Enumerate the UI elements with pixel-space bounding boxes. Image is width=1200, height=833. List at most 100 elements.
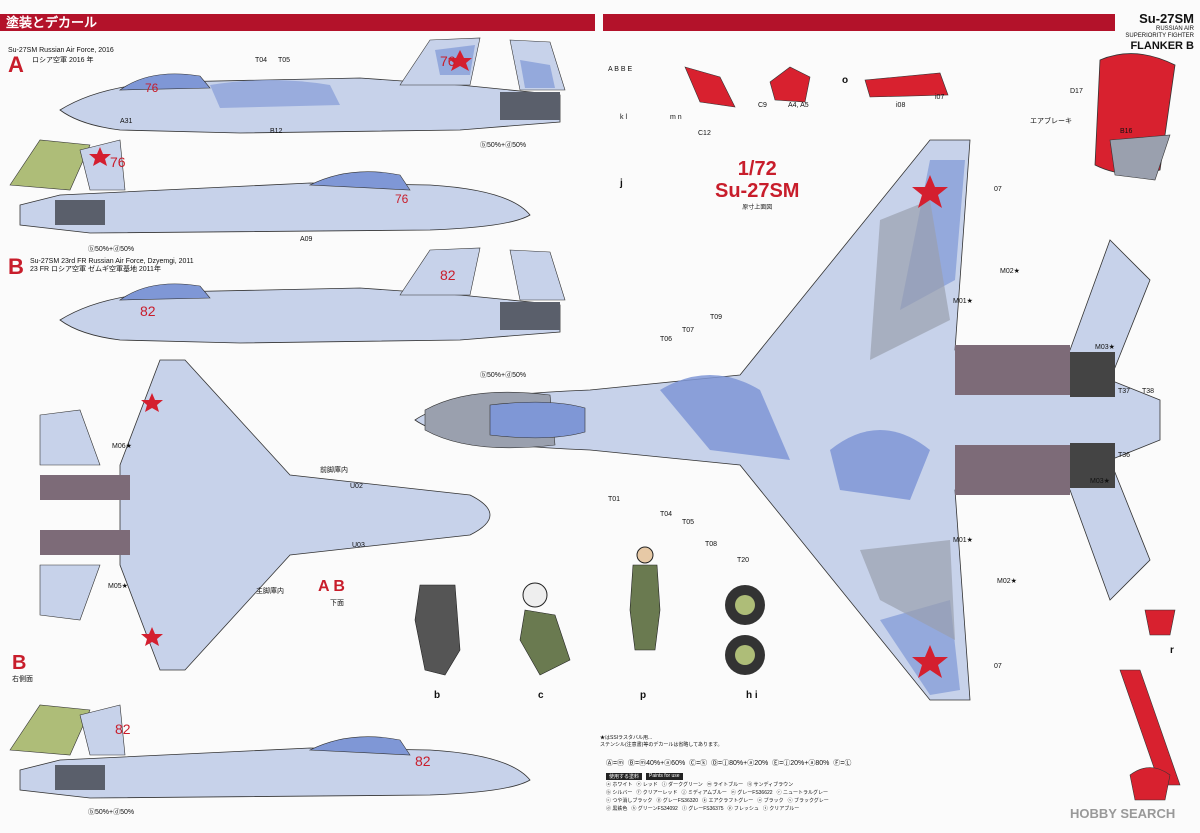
side-view-b-left: 82 82: [59, 247, 566, 344]
side-view-a-left: 76 76: [59, 37, 566, 134]
parts-ab-be: A B B E: [608, 66, 633, 73]
legend-header: 使用する塗料 Paints for use: [606, 773, 1196, 780]
side-number-b4: 82: [415, 753, 431, 769]
parts-r: r: [1170, 645, 1174, 656]
legend-header-en: Paints for use: [646, 773, 683, 780]
variant-b-line2: 23 FR ロシア空軍 ゼムギ空軍基地 2011年: [30, 266, 161, 273]
code-t07: T07: [682, 327, 695, 334]
code-t06: T06: [660, 336, 673, 343]
code-t20: T20: [737, 557, 750, 564]
legend-cell: ⓓ 黒鉄色: [606, 806, 628, 812]
parts-i07: i07: [935, 94, 945, 101]
side-number-a1: 76: [145, 81, 159, 95]
parts-j: j: [620, 178, 623, 189]
parts-mn: m n: [670, 114, 682, 121]
variant-b-line1: Su-27SM 23rd FR Russian Air Force, Dzyem…: [30, 258, 194, 265]
code-t09: T09: [710, 314, 723, 321]
variant-b-bottom-caption: 右側面: [12, 676, 33, 683]
paint-legend: 使用する塗料 Paints for use ⓐ ホワイト ⓔ レッド ⓘ ダーク…: [606, 773, 1196, 831]
parts-b: b: [434, 690, 441, 701]
code-u03: U03: [352, 542, 365, 549]
legend-cell: ⓒ つや消しブラック: [606, 798, 653, 804]
side-number-a2: 76: [440, 53, 456, 69]
code-t05: T05: [278, 57, 291, 64]
legend-cell: ⓣ クリアブルー: [762, 806, 800, 812]
code-07-top: 07: [994, 186, 1002, 193]
side-view-b-right: 82 82: [9, 704, 531, 799]
code-m01-top: M01★: [953, 298, 973, 305]
legend-cell: ⓝ グレーFS36622: [730, 790, 773, 796]
code-t05b: T05: [682, 519, 695, 526]
pilot-seated-drawing: [519, 582, 571, 676]
underside-caption: 下面: [330, 600, 344, 607]
legend-cell: ⓖ グレーFS36320: [656, 798, 699, 804]
logo-name: FLANKER B: [1130, 40, 1194, 52]
code-a09: A09: [300, 236, 313, 243]
parts-hi: h i: [746, 690, 758, 701]
mix-6: Ⓕ=Ⓛ: [833, 760, 852, 767]
front-bay-label: 前脚庫内: [320, 467, 348, 474]
part-r-drawing: [1144, 609, 1176, 636]
variant-b-letter: B: [8, 254, 24, 279]
scale-title: 1/72 Su-27SM 原寸上面図: [715, 158, 799, 211]
variant-a-line2: ロシア空軍 2016 年: [32, 57, 94, 64]
mix-1: Ⓐ=ⓜ: [606, 760, 625, 767]
legend-cell: ⓚ エアクラフトグレー: [702, 798, 754, 804]
variant-b-bottom-letter: B: [12, 652, 27, 674]
parts-red-panel-2: [769, 66, 811, 103]
header-bar-left: [0, 14, 595, 31]
code-m02-top: M02★: [1000, 268, 1020, 275]
parts-o: o: [842, 75, 849, 86]
legend-cell: ⓐ ホワイト: [606, 782, 633, 788]
parts-d17: D17: [1070, 88, 1083, 95]
code-t38: T38: [1142, 388, 1155, 395]
code-mix50-d: ⓑ50%+ⓓ50%: [88, 809, 135, 816]
legend-cell: ⓢ ブラックグレー: [787, 798, 829, 804]
underside-view: [39, 359, 491, 671]
code-t01: T01: [608, 496, 621, 503]
legend-cell: ⓟ フレッシュ: [727, 806, 759, 812]
wheel-drawing: [725, 585, 765, 675]
code-u02: U02: [350, 483, 363, 490]
legend-header-jp: 使用する塗料: [606, 773, 643, 780]
legend-cell: ⓔ レッド: [636, 782, 658, 788]
ejection-seat-drawing: [414, 584, 461, 676]
mix-3: Ⓒ=ⓚ: [689, 760, 708, 767]
logo-sub: RUSSIAN AIR SUPERIORITY FIGHTER: [1125, 26, 1194, 39]
paint-mixes: Ⓐ=ⓜ Ⓑ=ⓜ40%+ⓐ60% Ⓒ=ⓚ Ⓓ=ⓙ80%+ⓐ20% Ⓔ=ⓙ20%+ⓐ…: [606, 758, 851, 768]
code-b12: B12: [270, 128, 283, 135]
code-a31: A31: [120, 118, 133, 125]
side-number-b1: 82: [140, 303, 156, 319]
ladder-drawing: [1119, 669, 1181, 801]
code-m03-bottom: M03★: [1090, 478, 1110, 485]
parts-i08: i08: [896, 102, 906, 109]
note-line2: ステンシル(注意書)等のデカールは省略してあります。: [600, 742, 723, 748]
top-plan-view: [414, 139, 1161, 701]
code-mix50-c: ⓑ50%+ⓓ50%: [88, 246, 135, 253]
legend-cell: ⓕ クリアーレッド: [636, 790, 678, 796]
legend-row: ⓒ つや消しブラック ⓖ グレーFS36320 ⓚ エアクラフトグレー ⓞ ブラ…: [606, 797, 1196, 804]
product-logo: Su-27SM RUSSIAN AIR SUPERIORITY FIGHTER …: [1114, 12, 1194, 53]
airbrake-label: エアブレーキ: [1030, 118, 1072, 125]
parts-kl: k l: [620, 114, 627, 121]
code-t36: T36: [1118, 452, 1131, 459]
mix-2: Ⓑ=ⓜ40%+ⓐ60%: [627, 760, 686, 767]
parts-b16: B16: [1120, 128, 1133, 135]
header-bar-right: [603, 14, 1115, 31]
legend-cell: ⓜ ライトブルー: [706, 782, 744, 788]
parts-c: c: [538, 690, 544, 701]
code-t04: T04: [255, 57, 268, 64]
page-header: 塗装とデカール Su-27SM RUSSIAN AIR SUPERIORITY …: [0, 0, 1200, 52]
parts-c12: C12: [698, 130, 711, 137]
legend-cell: ⓞ ブラック: [757, 798, 784, 804]
parts-red-panel-1: [684, 66, 736, 108]
mix-5: Ⓔ=ⓙ20%+ⓐ80%: [772, 760, 830, 767]
code-m01-bottom: M01★: [953, 537, 973, 544]
code-t37: T37: [1118, 388, 1131, 395]
scale-ratio: 1/72: [737, 158, 777, 180]
note-line1: ★はSSIラスタバル用...: [600, 735, 653, 741]
variant-a-line1: Su-27SM Russian Air Force, 2016: [8, 47, 114, 54]
code-t04b: T04: [660, 511, 673, 518]
legend-row: ⓓ 黒鉄色 ⓗ グリーンFS34092 ⓛ グレーFS36375 ⓟ フレッシュ…: [606, 805, 1196, 812]
